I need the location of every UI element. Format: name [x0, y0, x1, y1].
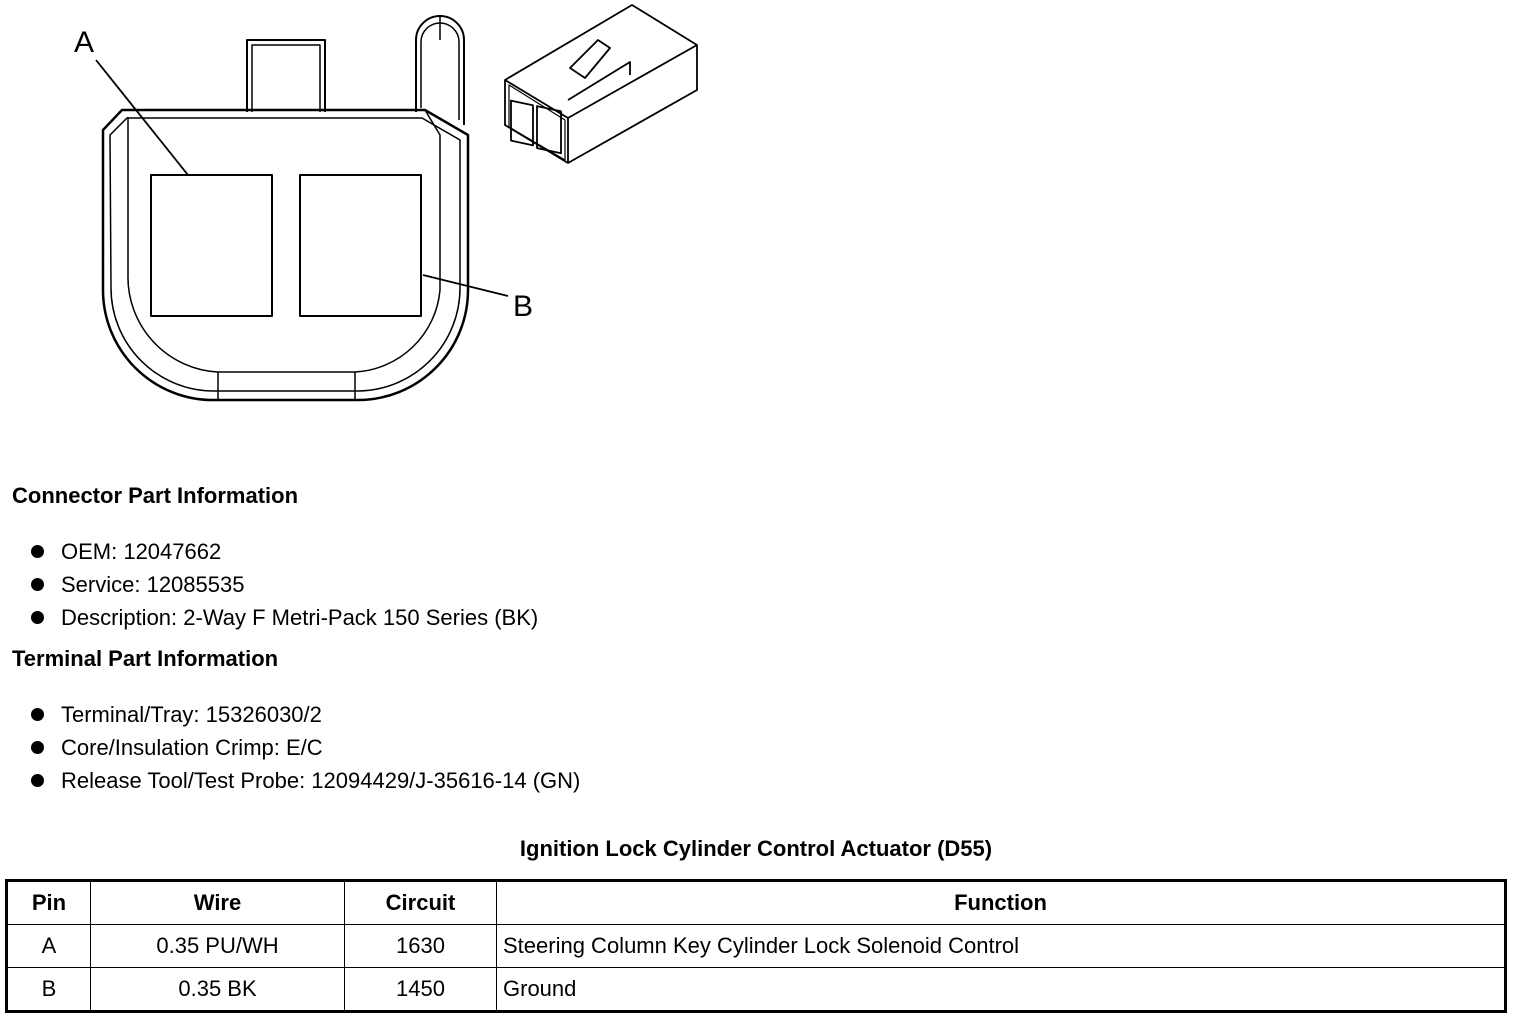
table-header-row: Pin Wire Circuit Function [6, 880, 1506, 925]
terminal-info-list: Terminal/Tray: 15326030/2 Core/Insulatio… [28, 698, 580, 797]
connector-info-title: Connector Part Information [12, 483, 299, 508]
callout-label-a: A [74, 26, 94, 59]
pin-table: Pin Wire Circuit Function A 0.35 PU/WH 1… [5, 879, 1507, 1013]
cell-pin: B [6, 967, 91, 1012]
header-circuit: Circuit [344, 880, 497, 925]
bullet-icon [31, 774, 44, 787]
cell-circuit: 1450 [344, 967, 497, 1012]
pin-table-title: Ignition Lock Cylinder Control Actuator … [519, 836, 993, 861]
list-item: Terminal/Tray: 15326030/2 [28, 698, 580, 731]
table-row: A 0.35 PU/WH 1630 Steering Column Key Cy… [6, 924, 1506, 968]
table-row: B 0.35 BK 1450 Ground [6, 967, 1506, 1012]
list-item: Description: 2-Way F Metri-Pack 150 Seri… [28, 601, 538, 634]
cell-pin: A [6, 924, 91, 968]
bullet-icon [31, 545, 44, 558]
cell-function: Steering Column Key Cylinder Lock Soleno… [496, 924, 1506, 968]
terminal-cavity-b [299, 174, 422, 317]
callout-line-b [422, 274, 509, 297]
connector-latch [415, 15, 465, 125]
bullet-icon [31, 611, 44, 624]
terminal-cavity-a [150, 174, 273, 317]
list-item: Release Tool/Test Probe: 12094429/J-3561… [28, 764, 580, 797]
callout-label-b: B [513, 290, 533, 323]
bullet-icon [31, 741, 44, 754]
list-item: OEM: 12047662 [28, 535, 538, 568]
terminal-info-title: Terminal Part Information [12, 646, 279, 671]
cell-function: Ground [496, 967, 1506, 1012]
connector-isometric-view [504, 4, 698, 164]
callout-line-a [95, 59, 189, 176]
header-pin: Pin [6, 880, 91, 925]
cell-circuit: 1630 [344, 924, 497, 968]
bullet-icon [31, 708, 44, 721]
list-item: Service: 12085535 [28, 568, 538, 601]
connector-top-tab [246, 39, 326, 112]
cell-wire: 0.35 PU/WH [90, 924, 345, 968]
cell-wire: 0.35 BK [90, 967, 345, 1012]
header-wire: Wire [90, 880, 345, 925]
connector-info-list: OEM: 12047662 Service: 12085535 Descript… [28, 535, 538, 634]
bullet-icon [31, 578, 44, 591]
connector-diagram: A B [74, 4, 698, 402]
header-function: Function [496, 880, 1506, 925]
list-item: Core/Insulation Crimp: E/C [28, 731, 580, 764]
connector-housing [101, 108, 470, 402]
